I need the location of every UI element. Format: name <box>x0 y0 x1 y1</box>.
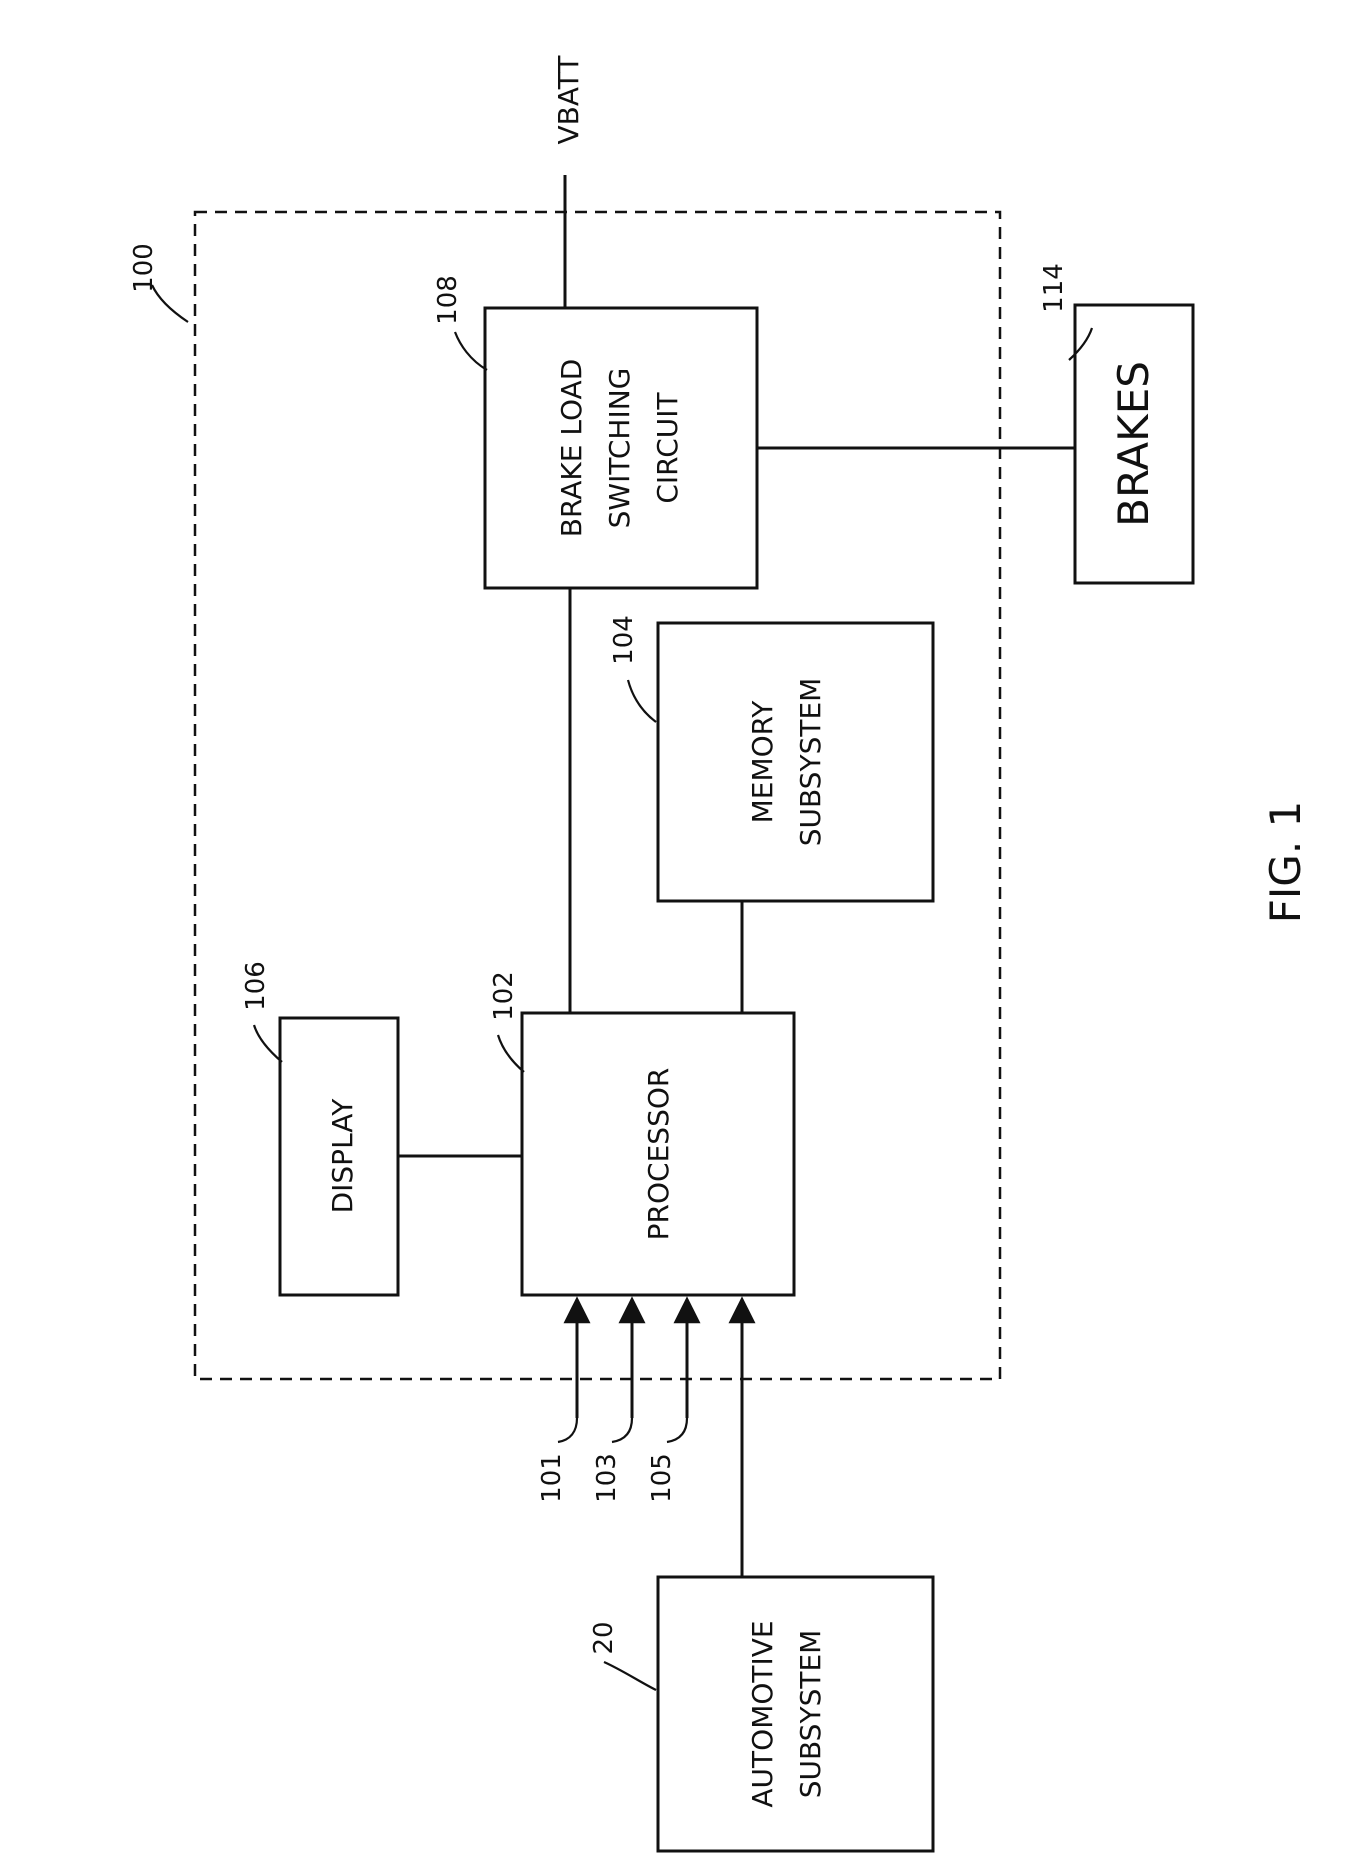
brake-switching-line-2: SWITCHING <box>603 368 636 529</box>
automotive-ref: 20 <box>589 1621 619 1654</box>
system-ref-label: 100 <box>129 243 159 293</box>
brakes-label: BRAKES <box>1109 361 1158 527</box>
memory-ref-leader <box>628 680 656 722</box>
brake-switching-line-3: CIRCUIT <box>651 391 684 503</box>
display-ref-leader <box>254 1025 282 1062</box>
vbatt-label: VBATT <box>552 55 585 145</box>
memory-ref: 104 <box>609 615 639 665</box>
automotive-line-2: SUBSYSTEM <box>794 1630 827 1799</box>
processor-ref-leader <box>498 1035 524 1072</box>
brake-switching-ref: 108 <box>433 275 463 325</box>
brake-switching-ref-leader <box>455 332 487 370</box>
automotive-line-1: AUTOMOTIVE <box>746 1620 779 1807</box>
processor-label: PROCESSOR <box>642 1068 675 1241</box>
brake-switching-line-1: BRAKE LOAD <box>555 359 588 538</box>
automotive-ref-leader <box>604 1662 656 1690</box>
input-105-leader <box>667 1418 687 1442</box>
input-103-ref: 103 <box>592 1453 622 1503</box>
brakes-ref: 114 <box>1039 263 1069 313</box>
input-101-leader <box>558 1418 577 1442</box>
processor-ref: 102 <box>489 971 519 1021</box>
input-101-ref: 101 <box>537 1453 567 1503</box>
memory-line-1: MEMORY <box>746 700 779 824</box>
memory-line-2: SUBSYSTEM <box>794 678 827 847</box>
display-label: DISPLAY <box>326 1098 359 1214</box>
display-ref: 106 <box>241 961 271 1011</box>
input-105-ref: 105 <box>647 1453 677 1503</box>
figure-caption: FIG. 1 <box>1261 801 1310 924</box>
input-103-leader <box>612 1418 632 1442</box>
